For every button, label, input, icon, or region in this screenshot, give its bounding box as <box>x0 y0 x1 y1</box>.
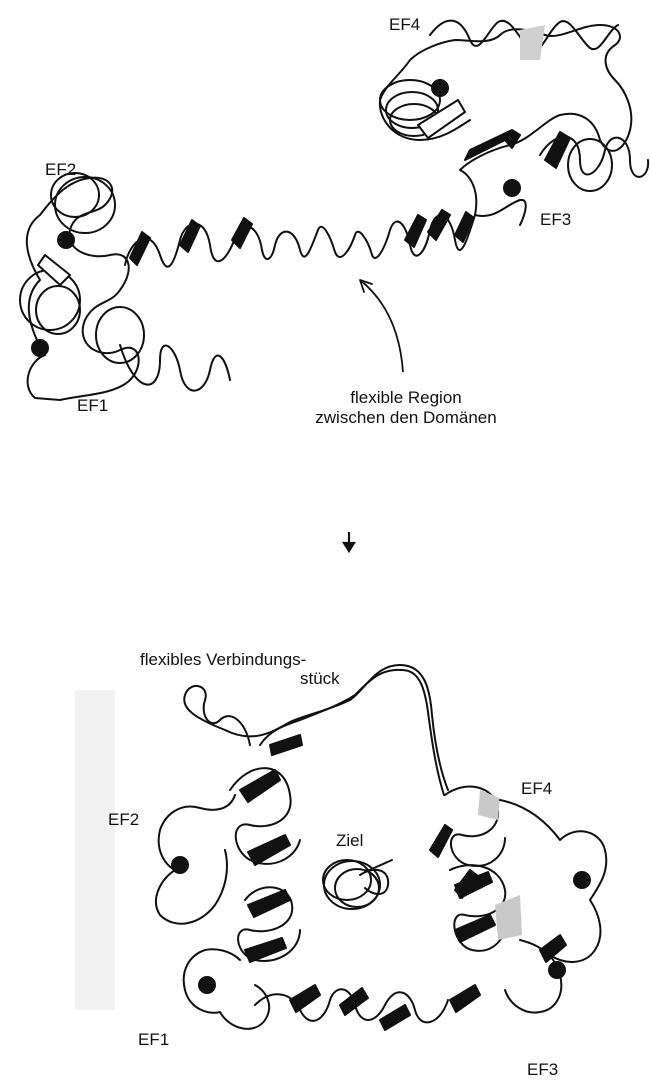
annotation-line-1: flexible Region <box>276 388 536 408</box>
ef3-loop <box>475 200 526 225</box>
helix-band <box>405 215 426 247</box>
helix-band <box>290 985 320 1012</box>
helix-band <box>545 132 570 168</box>
linker-annotation-line-2: stück <box>300 669 340 689</box>
target-coil <box>323 860 371 900</box>
target-coil <box>335 869 379 907</box>
transition-arrow: ↓ <box>342 523 360 548</box>
ef2-loop <box>156 795 235 924</box>
flexible-region-annotation: flexible Region zwischen den Domänen <box>276 388 536 427</box>
ef2-label-top: EF2 <box>45 160 76 180</box>
flexible-linker-2 <box>260 670 444 795</box>
target-tail <box>360 870 388 894</box>
helix-band <box>380 1005 410 1030</box>
calcium-ion-ef4-bound <box>574 872 590 888</box>
calcium-ion-ef1 <box>32 340 48 356</box>
calcium-ion-ef1-bound <box>199 977 215 993</box>
ef1-label-top: EF1 <box>77 396 108 416</box>
helix-band <box>340 988 368 1015</box>
ef2-label-bottom: EF2 <box>108 810 139 830</box>
ef4-label-top: EF4 <box>389 15 420 35</box>
ef4-label-bottom: EF4 <box>521 779 552 799</box>
helix-shade <box>495 895 522 940</box>
helix-band <box>248 890 290 917</box>
beta-strand-ef1 <box>38 255 70 285</box>
ef4-helix-shade <box>520 25 545 60</box>
annotation-line-2: zwischen den Domänen <box>276 408 536 428</box>
ef3-label-bottom: EF3 <box>527 1060 558 1080</box>
annotation-pointer <box>360 280 403 372</box>
helix-band <box>455 915 495 942</box>
helix-band <box>450 985 480 1012</box>
calcium-ion-ef2-bound <box>172 857 188 873</box>
helix-band <box>428 210 450 240</box>
n-domain-backbone <box>27 178 139 400</box>
target-peptide <box>323 860 392 909</box>
linker-annotation-line-1: flexibles Verbindungs- <box>140 650 306 670</box>
ef3-label-top: EF3 <box>540 210 571 230</box>
calcium-ion-ef3-bound <box>549 962 565 978</box>
calcium-ion-ef3 <box>504 180 520 196</box>
helix-band <box>180 220 200 252</box>
ef1-helix-coil-3 <box>96 307 144 363</box>
calcium-ion-ef4 <box>432 80 448 96</box>
calcium-ion-ef2 <box>58 232 74 248</box>
beta-strand-ef3 <box>465 130 520 160</box>
helix-band <box>130 232 150 265</box>
ef3-helix-coil <box>568 139 612 191</box>
helix-band <box>430 825 452 857</box>
background-smudge <box>75 690 115 1010</box>
ef1-helix-coil-2 <box>36 286 80 334</box>
helix-shade <box>478 790 500 820</box>
linker-helix-band <box>270 735 302 755</box>
target-label: Ziel <box>336 831 363 851</box>
helix-band <box>232 218 252 248</box>
ef1-label-bottom: EF1 <box>138 1030 169 1050</box>
